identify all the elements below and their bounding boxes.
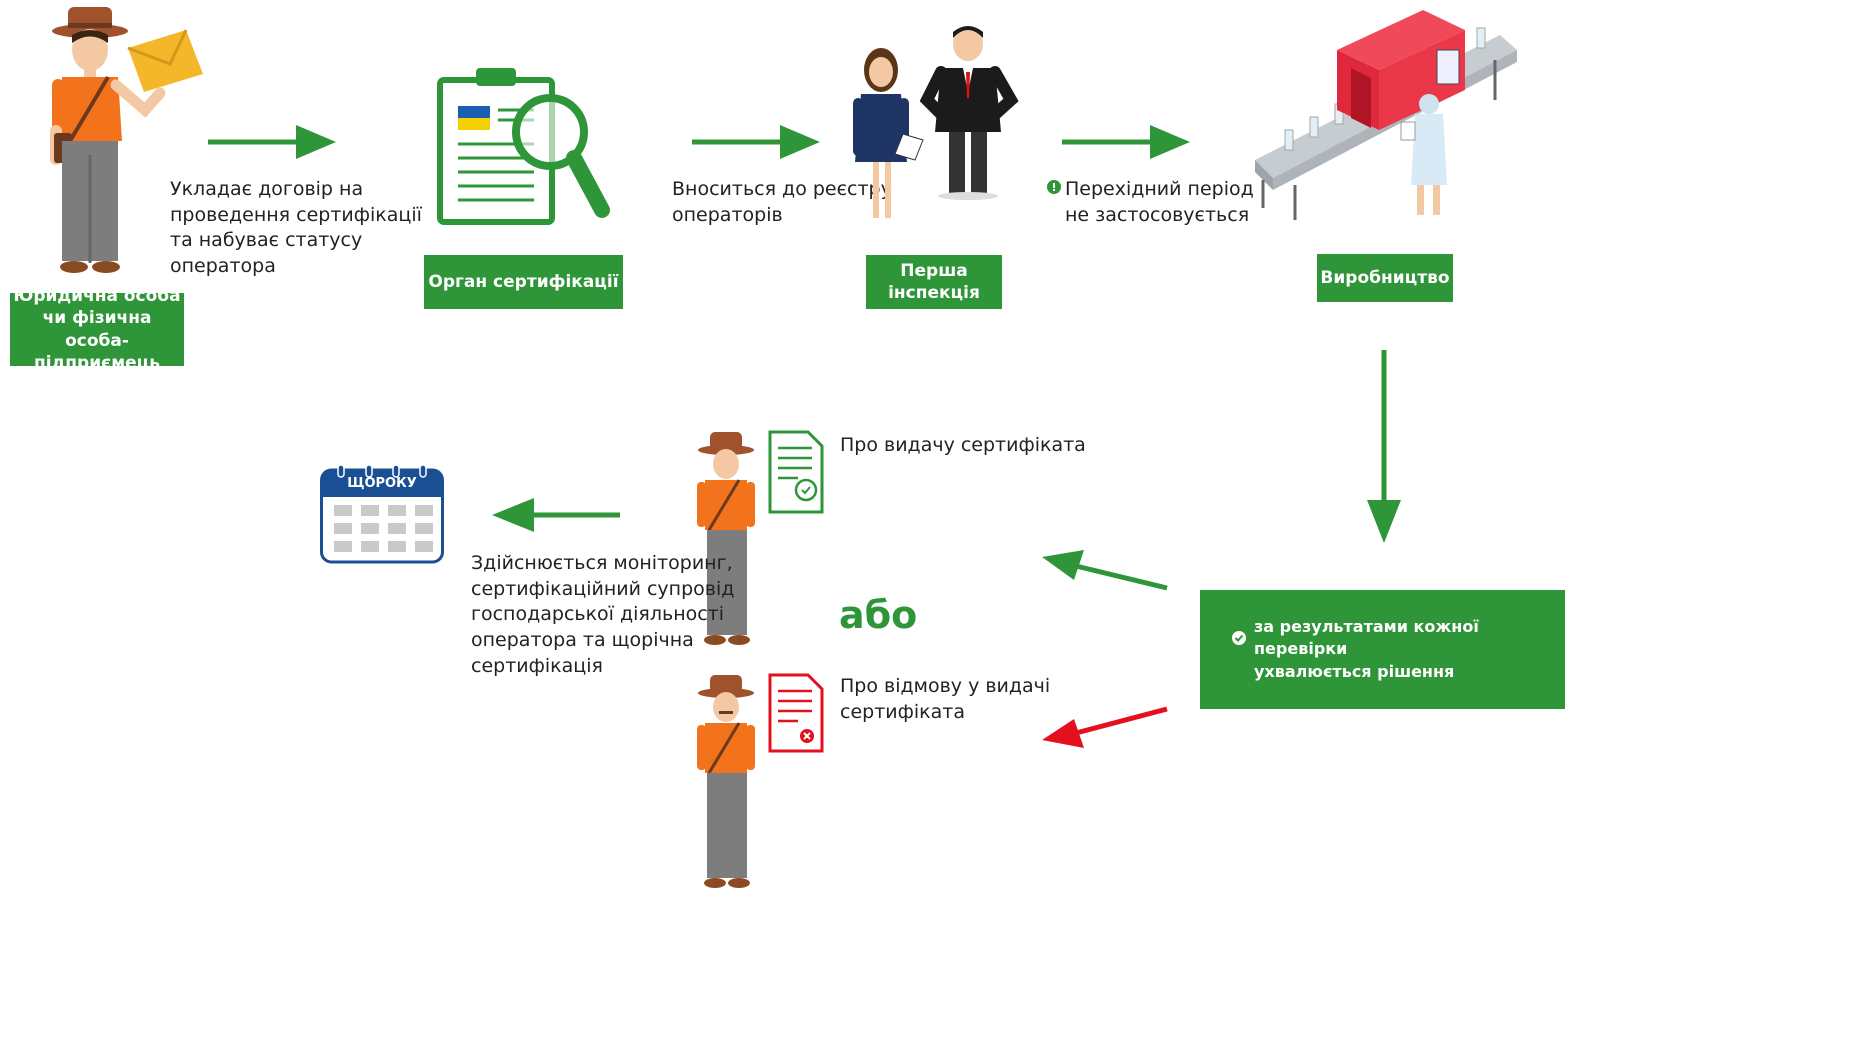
calendar-icon: ЩОРОКУ <box>320 464 444 564</box>
entity-label-box: Юридична особа чи фізична особа- підприє… <box>10 286 184 373</box>
document-magnifier-icon <box>437 68 610 225</box>
alert-icon <box>1047 180 1061 194</box>
entity-label: Юридична особа чи фізична особа- підприє… <box>13 286 181 373</box>
certificate-refused-icon <box>768 673 824 753</box>
check-circle-icon <box>1232 631 1246 645</box>
arrow-to-inspection <box>692 125 820 159</box>
conveyor-production-icon <box>1255 10 1517 220</box>
cert-body-label: Орган сертифікації <box>428 271 619 292</box>
production-label-box: Виробництво <box>1317 254 1453 302</box>
envelope-icon <box>127 29 203 92</box>
refuse-text: Про відмову у видачі сертифіката <box>840 675 1051 723</box>
monitoring-text: Здійснюється моніторинг, сертифікаційний… <box>471 552 735 677</box>
operator-approved-person-icon <box>697 432 755 645</box>
arrow-to-calendar <box>492 498 620 532</box>
operator-person-icon <box>50 7 166 273</box>
production-label: Виробництво <box>1320 267 1450 288</box>
arrow-to-cert-body <box>208 125 336 159</box>
first-inspection-label-box: Перша інспекція <box>866 255 1002 309</box>
certificate-approved-icon <box>768 430 824 514</box>
first-inspection-label: Перша інспекція <box>888 260 980 303</box>
arrow-to-production <box>1062 125 1190 159</box>
or-text: або <box>839 593 918 637</box>
arrow-to-decision <box>1367 350 1401 543</box>
contract-text: Укладає договір на проведення сертифікац… <box>170 178 422 277</box>
arrow-to-issue <box>1042 550 1168 591</box>
registry-text: Вноситься до реєстру операторів <box>672 178 892 226</box>
transition-text: Перехідний період не застосовується <box>1065 178 1254 226</box>
decision-label: за результатами кожної перевірки ухвалює… <box>1254 616 1479 681</box>
operator-refused-person-icon <box>697 675 755 888</box>
inspectors-icon <box>853 26 1019 218</box>
arrow-to-refuse <box>1042 706 1168 748</box>
calendar-label: ЩОРОКУ <box>347 476 417 491</box>
cert-body-label-box: Орган сертифікації <box>424 255 623 309</box>
issue-text: Про видачу сертифіката <box>840 434 1086 456</box>
decision-box: за результатами кожної перевірки ухвалює… <box>1200 590 1565 709</box>
